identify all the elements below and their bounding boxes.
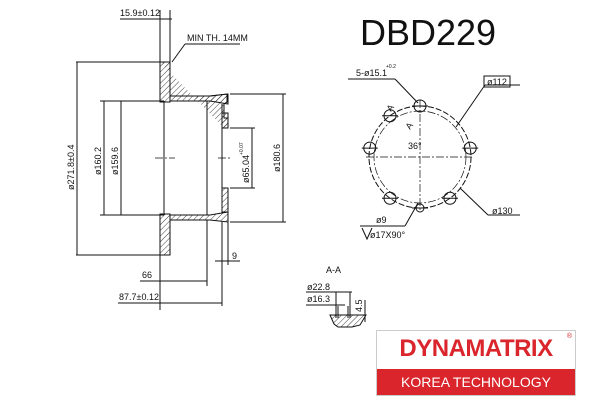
bolt-holes-label: 5-ø15.1 [356, 68, 387, 78]
center-bore-tolerance: +0.07 [239, 142, 245, 155]
registered-mark: ® [566, 333, 572, 340]
section-title: A-A [326, 265, 341, 275]
thickness-label: 15.9±0.12 [120, 8, 160, 18]
part-number-title: DBD229 [360, 12, 497, 53]
side-view: 15.9±0.12 MIN TH. 14MM ø271.8±0.4 ø160.2… [66, 8, 286, 310]
section-mark-a: A [384, 102, 396, 113]
small-hole-label: ø9 [376, 215, 387, 225]
bolt-holes-tolerance: +0.2 [386, 64, 396, 70]
outer-circle-label: ø130 [492, 206, 513, 216]
hat-inner-diameter-1-label: ø160.2 [93, 147, 103, 175]
min-thickness-label: MIN TH. 14MM [187, 33, 248, 43]
front-view: 5-ø15.1 +0.2 ø112 ø130 36° A A ø9 ø17X90… [348, 64, 520, 241]
section-d1-label: ø22.8 [307, 282, 330, 292]
flange-thickness-label: 9 [232, 251, 237, 261]
pcd-label: ø112 [487, 77, 507, 87]
hat-depth-label: 66 [142, 270, 152, 280]
section-mark-a2: A [403, 120, 415, 131]
hat-outer-diameter-label: ø180.6 [272, 144, 282, 172]
logo-tagline: KOREA TECHNOLOGY [377, 369, 575, 395]
dynamatrix-logo: DYNAMATRIX ® KOREA TECHNOLOGY [376, 330, 576, 396]
center-bore-label: ø65.04 [241, 155, 251, 183]
section-a-a: A-A ø22.8 ø16.3 4.5 [306, 265, 367, 328]
section-depth-label: 4.5 [354, 299, 364, 312]
logo-brand: DYNAMATRIX [399, 335, 553, 362]
outer-diameter-label: ø271.8±0.4 [66, 145, 76, 190]
angle-label: 36° [408, 141, 422, 151]
countersink-label: ø17X90° [370, 230, 406, 240]
hat-inner-diameter-2-label: ø159.6 [110, 147, 120, 175]
section-d2-label: ø16.3 [307, 294, 330, 304]
overall-height-label: 87.7±0.12 [119, 292, 159, 302]
